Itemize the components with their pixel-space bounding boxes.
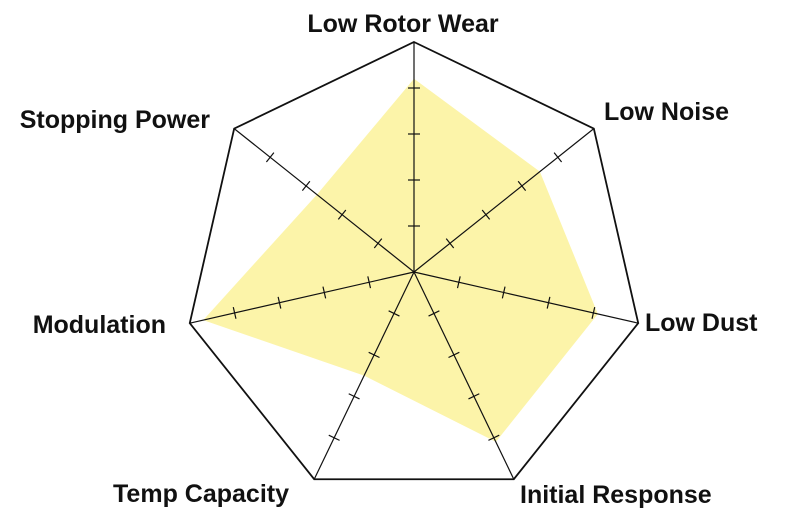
spoke-4 (413, 271, 515, 480)
tick-mark (448, 351, 460, 359)
tick-mark (322, 286, 327, 299)
axis-label-temp-capacity: Temp Capacity (113, 480, 289, 508)
tick-mark (517, 180, 527, 192)
tick-mark (348, 393, 360, 400)
tick-mark (468, 393, 480, 400)
spoke-7 (233, 128, 415, 273)
tick-mark (388, 310, 400, 317)
tick-mark (591, 306, 596, 319)
spoke-5 (313, 271, 415, 480)
axis-label-low-noise: Low Noise (604, 98, 729, 126)
tick-mark (488, 434, 500, 441)
tick-mark (428, 310, 440, 317)
tick-mark (337, 209, 347, 220)
tick-mark (546, 296, 551, 309)
spoke-3 (413, 271, 639, 324)
tick-mark (501, 286, 506, 299)
spoke-2 (413, 128, 595, 273)
axis-label-low-dust: Low Dust (645, 309, 758, 337)
outer-frame (188, 41, 640, 481)
axis-label-low-rotor-wear: Low Rotor Wear (307, 10, 498, 38)
axis-ticks (232, 87, 596, 441)
tick-mark (481, 209, 491, 220)
tick-mark (368, 351, 380, 359)
tick-mark (277, 296, 282, 309)
tick-mark (301, 180, 311, 192)
axis-spokes (189, 42, 639, 480)
axis-label-initial-response: Initial Response (520, 481, 712, 509)
tick-mark (265, 152, 275, 163)
tick-mark (553, 152, 563, 163)
tick-mark (328, 434, 340, 441)
axis-label-modulation: Modulation (33, 311, 166, 339)
series-area (203, 78, 598, 442)
tick-mark (367, 276, 372, 289)
tick-mark (456, 276, 461, 289)
tick-mark (232, 306, 237, 319)
spoke-6 (189, 271, 415, 324)
tick-mark (373, 238, 383, 249)
tick-mark (445, 238, 455, 249)
axis-label-stopping-power: Stopping Power (20, 106, 211, 134)
